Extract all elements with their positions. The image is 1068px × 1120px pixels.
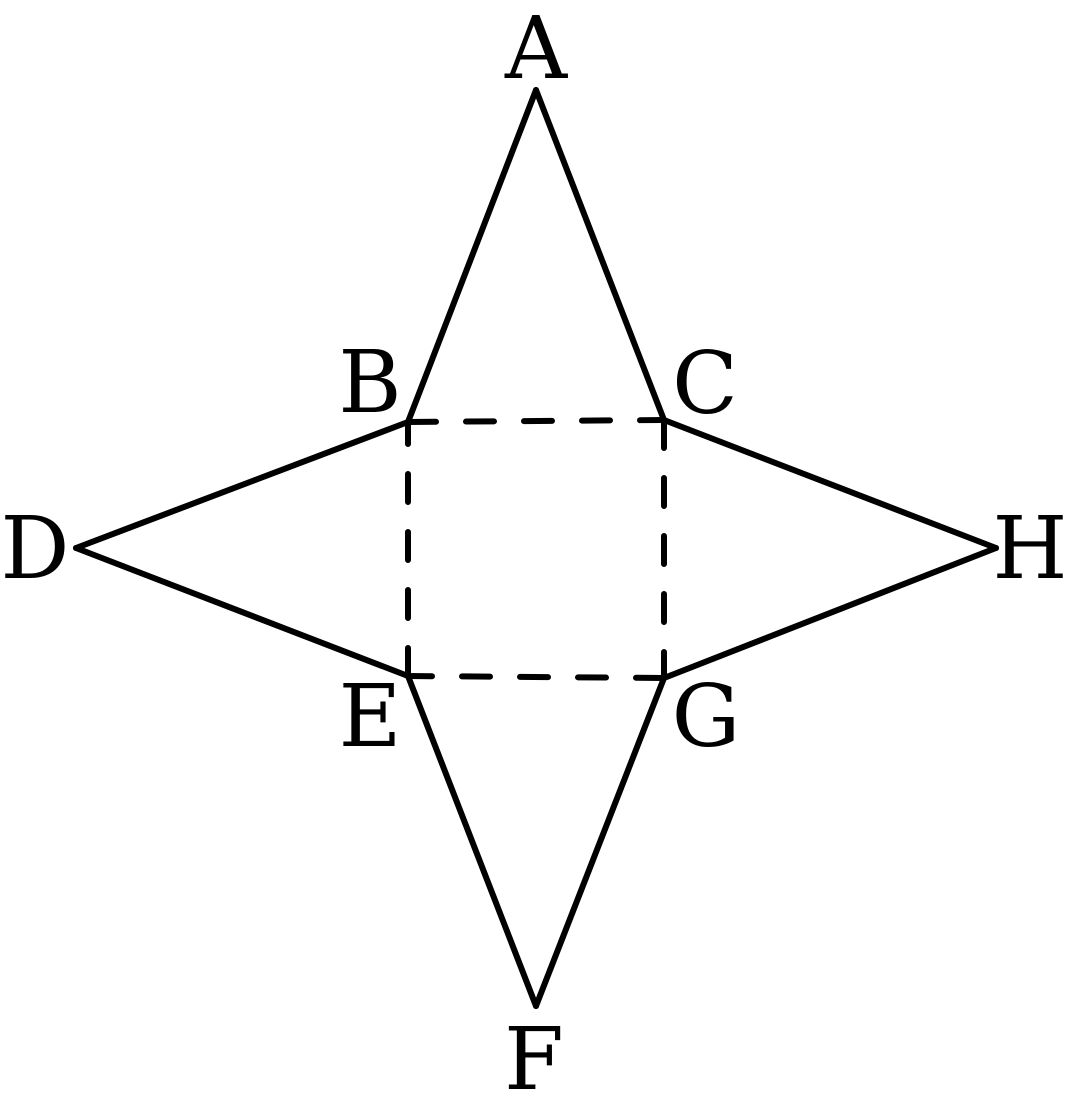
edge-ch bbox=[661, 417, 999, 551]
edge-ac bbox=[533, 87, 667, 423]
edge-de bbox=[73, 545, 411, 679]
vertex-label-b: B bbox=[338, 333, 401, 433]
edge-bc bbox=[405, 417, 667, 425]
edge-bd bbox=[73, 419, 411, 551]
edge-fg bbox=[533, 675, 667, 1009]
vertex-label-g: G bbox=[672, 667, 741, 767]
edge-hg bbox=[661, 545, 999, 681]
vertex-label-c: C bbox=[672, 334, 738, 434]
vertex-label-f: F bbox=[504, 1010, 564, 1110]
edge-ef bbox=[405, 673, 539, 1009]
edge-ab bbox=[405, 87, 539, 425]
edge-ge bbox=[405, 673, 667, 681]
vertex-label-h: H bbox=[993, 499, 1068, 599]
vertex-label-a: A bbox=[504, 0, 568, 99]
vertex-label-d: D bbox=[1, 499, 70, 599]
vertex-label-e: E bbox=[339, 667, 402, 767]
diagram-edges bbox=[73, 87, 999, 1009]
